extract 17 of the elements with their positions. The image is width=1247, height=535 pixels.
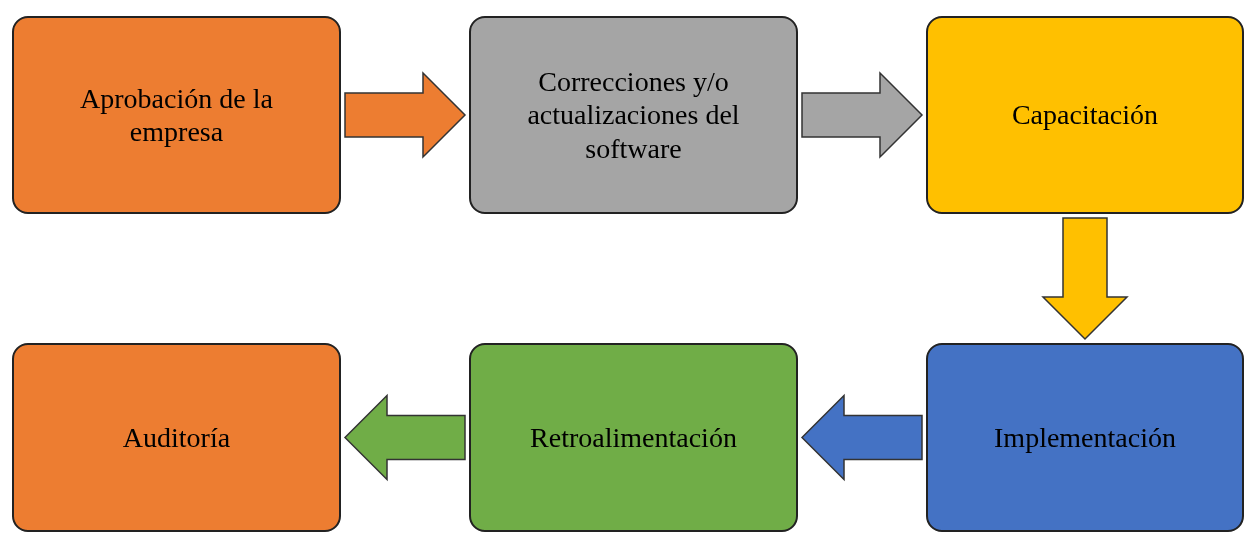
block-arrow [343, 393, 466, 482]
process-box [926, 16, 1244, 214]
block-arrow [800, 393, 923, 482]
process-box [469, 343, 798, 532]
box-label: Capacitación [1011, 98, 1159, 132]
block-arrow [1041, 217, 1129, 341]
process-box [469, 16, 798, 214]
block-arrow [344, 71, 467, 159]
box-label: Correcciones y/o actualizaciones del software [526, 65, 741, 165]
box-label: Implementación [994, 421, 1176, 454]
box-label: Retroalimentación [530, 421, 737, 454]
box-label: Auditoría [122, 421, 231, 454]
process-box [12, 343, 341, 532]
box-label: Aprobación de la empresa [79, 81, 274, 149]
process-box [926, 343, 1244, 532]
process-box [12, 16, 341, 214]
block-arrow [801, 71, 924, 159]
